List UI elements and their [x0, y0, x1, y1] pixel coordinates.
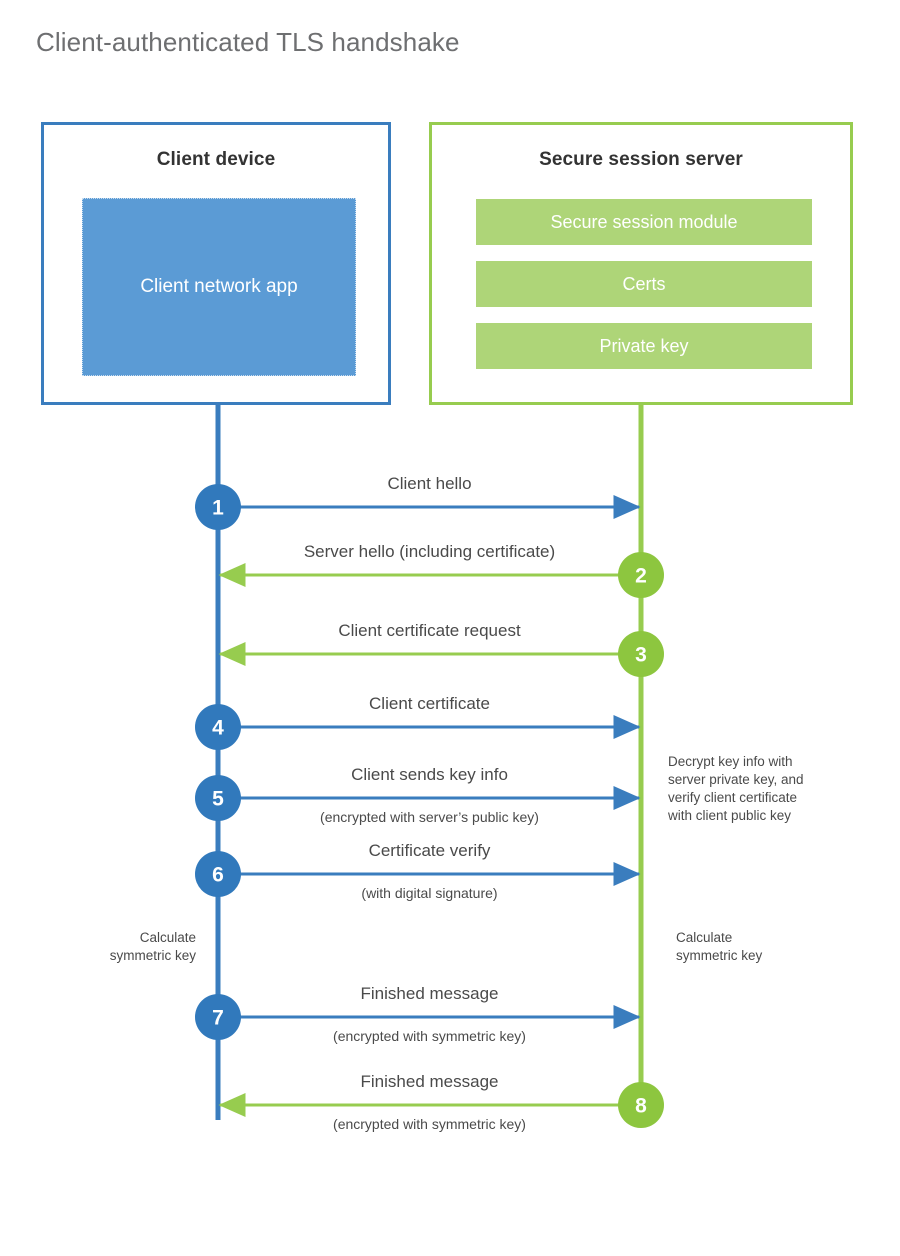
step-badge-5[interactable]: 5: [195, 775, 241, 821]
step-badge-number: 4: [212, 717, 224, 740]
step-badges: 1 2 3 4 5 6 7 8: [195, 484, 664, 1128]
note-line: verify client certificate: [668, 790, 797, 805]
client-device-box: Client device Client network app: [41, 122, 391, 405]
message-label: Client certificate: [369, 694, 490, 713]
client-calculate-note: Calculate symmetric key: [110, 930, 197, 963]
secure-session-server-box: Secure session server Secure session mod…: [429, 122, 853, 405]
note-line: Calculate: [140, 930, 196, 945]
server-module: Private key: [476, 323, 812, 369]
step-badge-number: 5: [212, 788, 224, 811]
step-badge-number: 1: [212, 497, 224, 520]
note-line: symmetric key: [110, 948, 197, 963]
lifelines: [215, 405, 644, 1120]
message-sublabel: (encrypted with symmetric key): [333, 1116, 526, 1132]
message-sublabel: (with digital signature): [361, 885, 497, 901]
server-module: Certs: [476, 261, 812, 307]
step-badge-number: 2: [635, 565, 647, 588]
secure-session-server-title: Secure session server: [539, 149, 743, 170]
step-badge-circle[interactable]: [195, 775, 241, 821]
step-badge-number: 3: [635, 644, 647, 667]
step-badge-8[interactable]: 8: [618, 1082, 664, 1128]
note-line: Calculate: [676, 930, 732, 945]
message-label: Client hello: [387, 474, 471, 493]
message-label: Client certificate request: [338, 621, 521, 640]
step-badge-number: 8: [635, 1095, 647, 1118]
step-badge-circle[interactable]: [195, 994, 241, 1040]
step-badge-circle[interactable]: [618, 552, 664, 598]
note-line: Decrypt key info with: [668, 754, 793, 769]
client-device-title: Client device: [156, 149, 276, 170]
step-badge-3[interactable]: 3: [618, 631, 664, 677]
step-badge-7[interactable]: 7: [195, 994, 241, 1040]
message-label: Client sends key info: [351, 765, 508, 784]
message-label: Server hello (including certificate): [304, 542, 555, 561]
step-badge-circle[interactable]: [195, 704, 241, 750]
step-badge-circle[interactable]: [195, 484, 241, 530]
step-badge-4[interactable]: 4: [195, 704, 241, 750]
step-badge-2[interactable]: 2: [618, 552, 664, 598]
server-calculate-note: Calculate symmetric key: [676, 930, 763, 963]
step-badge-number: 6: [212, 864, 224, 887]
note-line: symmetric key: [676, 948, 763, 963]
step-badge-circle[interactable]: [618, 631, 664, 677]
message-sublabel: (encrypted with server’s public key): [320, 809, 539, 825]
annotation-notes: Decrypt key info with server private key,…: [110, 754, 804, 963]
page-title: Client-authenticated TLS handshake: [36, 27, 460, 57]
note-line: server private key, and: [668, 772, 804, 787]
step-badge-1[interactable]: 1: [195, 484, 241, 530]
message-sublabel: (encrypted with symmetric key): [333, 1028, 526, 1044]
message-label: Finished message: [361, 1072, 499, 1091]
step-badge-circle[interactable]: [195, 851, 241, 897]
step-badge-number: 7: [212, 1007, 224, 1030]
server-module: Secure session module: [476, 199, 812, 245]
note-line: with client public key: [667, 808, 791, 823]
client-network-app-block: Client network app: [82, 198, 356, 376]
step-badge-circle[interactable]: [618, 1082, 664, 1128]
message-label: Finished message: [361, 984, 499, 1003]
server-decrypt-note: Decrypt key info with server private key,…: [667, 754, 804, 823]
step-badge-6[interactable]: 6: [195, 851, 241, 897]
message-label: Certificate verify: [369, 841, 491, 860]
